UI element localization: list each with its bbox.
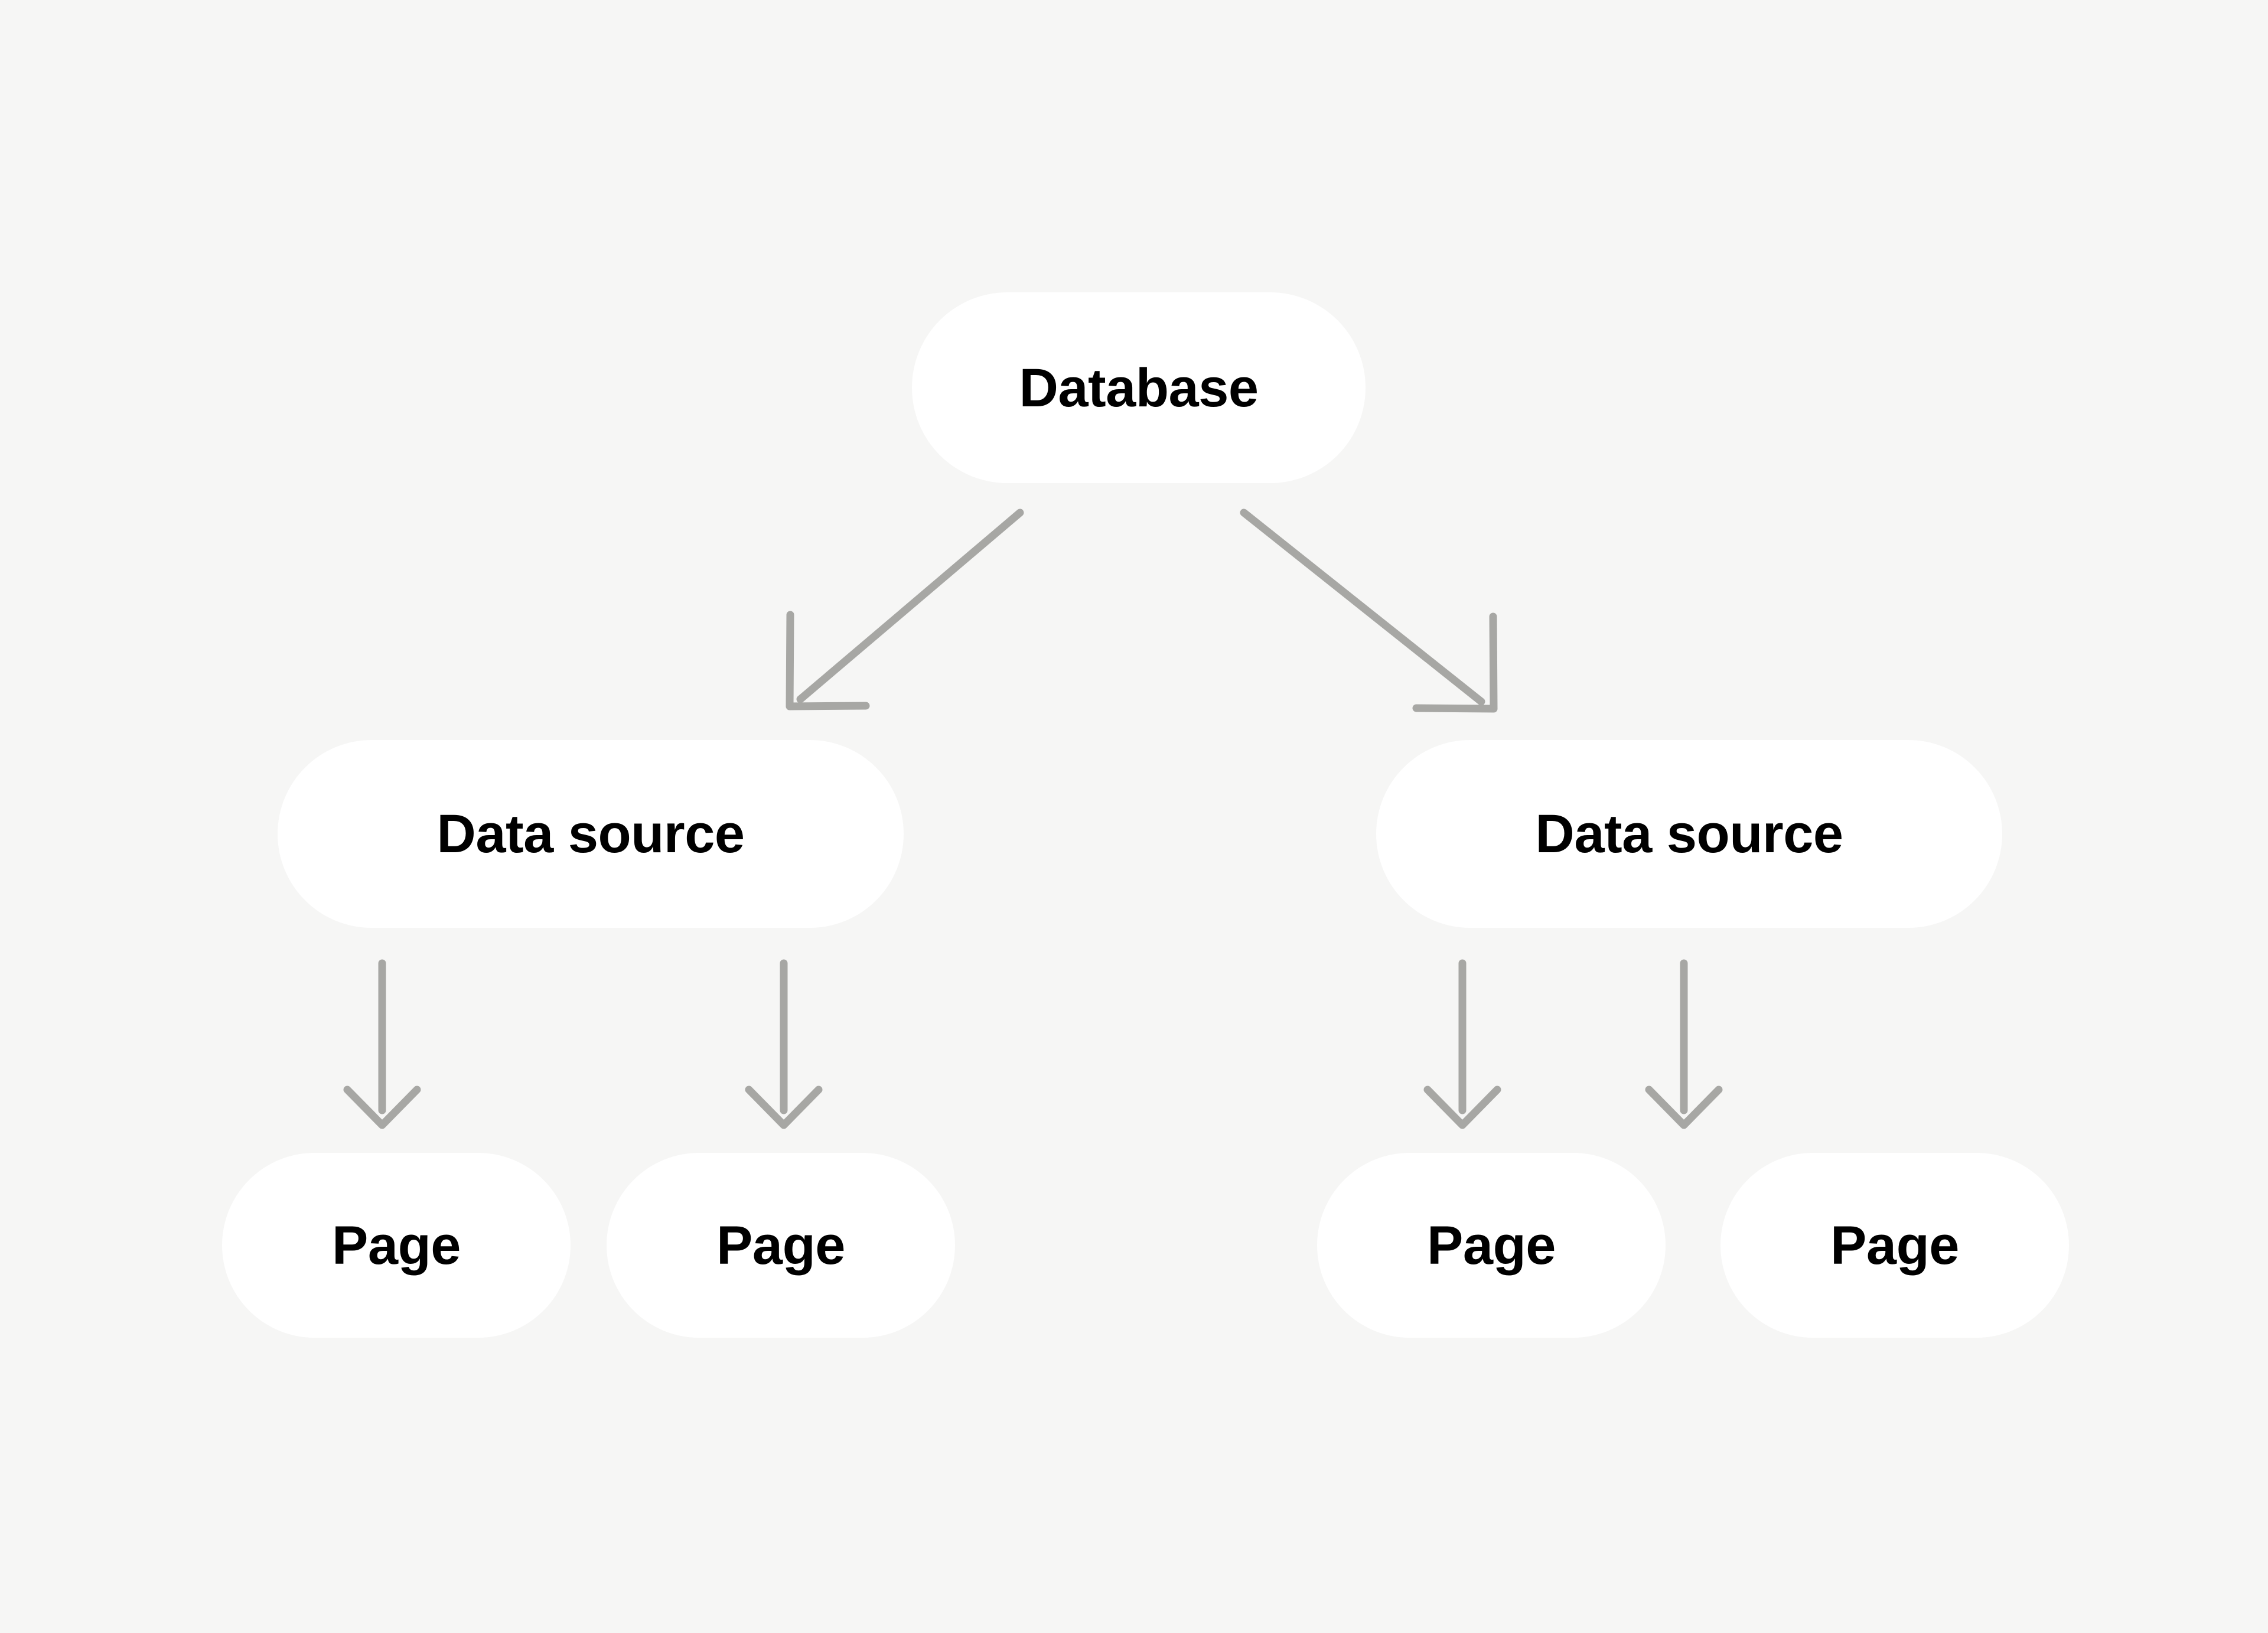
node-page-3-label: Page xyxy=(1427,1215,1556,1276)
edge-database-to-datasource-left xyxy=(786,509,1024,710)
arrowhead-icon xyxy=(1412,612,1498,713)
node-datasource-right-label: Data source xyxy=(1535,804,1843,864)
node-page-1[interactable]: Page xyxy=(222,1153,571,1338)
arrowhead-icon xyxy=(1645,1086,1723,1129)
node-database-label: Database xyxy=(1019,357,1259,418)
edge-line xyxy=(796,509,1024,703)
edge-datasource-left-to-page-2 xyxy=(745,959,823,1129)
node-datasource-left-label: Data source xyxy=(436,804,745,864)
edge-datasource-right-to-page-3 xyxy=(1423,959,1501,1129)
arrowhead-icon xyxy=(1423,1086,1501,1129)
node-page-4-label: Page xyxy=(1830,1215,1959,1276)
node-datasource-left[interactable]: Data source xyxy=(278,740,904,928)
edge-datasource-right-to-page-4 xyxy=(1645,959,1723,1129)
arrowhead-icon xyxy=(786,611,870,710)
edge-line xyxy=(1240,509,1485,706)
node-page-3[interactable]: Page xyxy=(1317,1153,1666,1338)
node-page-2-label: Page xyxy=(716,1215,845,1276)
node-page-2[interactable]: Page xyxy=(607,1153,955,1338)
node-page-1-label: Page xyxy=(332,1215,461,1276)
node-page-4[interactable]: Page xyxy=(1720,1153,2069,1338)
arrowhead-icon xyxy=(745,1086,823,1129)
node-datasource-right[interactable]: Data source xyxy=(1376,740,2002,928)
edge-database-to-datasource-right xyxy=(1240,509,1498,713)
edge-datasource-left-to-page-1 xyxy=(343,959,421,1129)
node-database[interactable]: Database xyxy=(912,292,1366,483)
arrowhead-icon xyxy=(343,1086,421,1129)
